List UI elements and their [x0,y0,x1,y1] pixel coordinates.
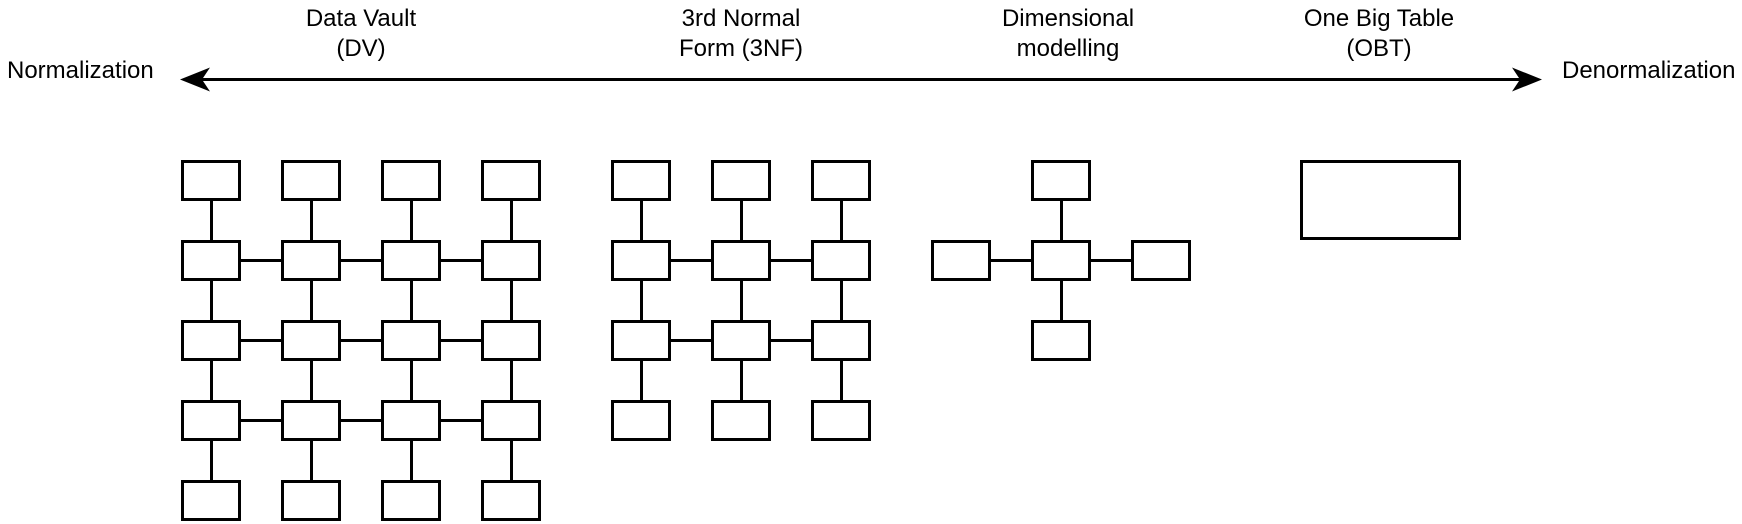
method-label-line: Dimensional [1001,5,1135,32]
table-box [281,400,341,441]
relationship-connector [509,201,513,240]
relationship-connector [341,339,381,342]
relationship-connector [209,281,213,320]
relationship-connector [341,419,381,422]
relationship-connector [209,201,213,240]
relationship-connector [771,339,811,342]
relationship-connector [309,281,313,320]
table-box [381,160,441,201]
table-box [611,400,671,441]
relationship-connector [1091,259,1131,262]
relationship-connector [241,339,281,342]
denormalization-label: Denormalization [1562,57,1736,84]
relationship-connector [739,361,743,400]
relationship-connector [441,419,481,422]
table-box [1031,320,1091,361]
table-box [181,480,241,521]
table-box [481,240,541,281]
relationship-connector [309,201,313,240]
relationship-connector [839,281,843,320]
table-box [811,320,871,361]
table-box [1300,160,1461,240]
relationship-connector [509,281,513,320]
table-box [611,160,671,201]
table-box [281,240,341,281]
method-label-line: modelling [1016,35,1120,62]
relationship-connector [209,361,213,400]
relationship-connector [309,441,313,480]
table-box [281,480,341,521]
relationship-connector [839,201,843,240]
method-label-line: Data Vault [305,5,417,32]
relationship-connector [1059,201,1063,240]
table-box [1031,160,1091,201]
arrowhead-right-icon [1512,67,1542,92]
table-box [481,400,541,441]
table-box [281,160,341,201]
relationship-connector [409,201,413,240]
relationship-connector [639,281,643,320]
relationship-connector [991,259,1031,262]
relationship-connector [341,259,381,262]
table-box [181,240,241,281]
relationship-connector [309,361,313,400]
relationship-connector [409,441,413,480]
relationship-connector [671,339,711,342]
method-label-one-big-table: One Big Table (OBT) [1219,4,1539,64]
table-box [711,320,771,361]
relationship-connector [739,281,743,320]
table-box [381,400,441,441]
table-box [181,320,241,361]
table-box [381,480,441,521]
method-label-line: (OBT) [1346,35,1412,62]
relationship-connector [671,259,711,262]
relationship-connector [639,201,643,240]
table-box [931,240,991,281]
table-box [811,160,871,201]
table-box [711,400,771,441]
table-box [811,240,871,281]
method-label-line: (DV) [336,35,386,62]
relationship-connector [209,441,213,480]
relationship-connector [1059,281,1063,320]
method-label-data-vault: Data Vault (DV) [201,4,521,64]
relationship-connector [771,259,811,262]
relationship-connector [241,419,281,422]
table-box [381,240,441,281]
method-label-line: 3rd Normal [681,5,801,32]
method-label-third-normal-form: 3rd Normal Form (3NF) [581,4,901,64]
method-label-line: Form (3NF) [679,35,803,62]
relationship-connector [509,361,513,400]
table-box [711,240,771,281]
table-box [1131,240,1191,281]
relationship-connector [509,441,513,480]
table-box [181,160,241,201]
normalization-label: Normalization [7,57,154,84]
table-box [611,320,671,361]
table-box [611,240,671,281]
relationship-connector [441,339,481,342]
arrowhead-left-icon [180,67,210,92]
method-label-dimensional-modelling: Dimensional modelling [908,4,1228,64]
table-box [181,400,241,441]
relationship-connector [639,361,643,400]
table-box [281,320,341,361]
relationship-connector [441,259,481,262]
table-box [481,320,541,361]
method-label-line: One Big Table [1303,5,1455,32]
table-box [481,160,541,201]
table-box [481,480,541,521]
relationship-connector [739,201,743,240]
relationship-connector [409,281,413,320]
table-box [711,160,771,201]
table-box [811,400,871,441]
relationship-connector [839,361,843,400]
relationship-connector [409,361,413,400]
table-box [1031,240,1091,281]
relationship-connector [241,259,281,262]
table-box [381,320,441,361]
